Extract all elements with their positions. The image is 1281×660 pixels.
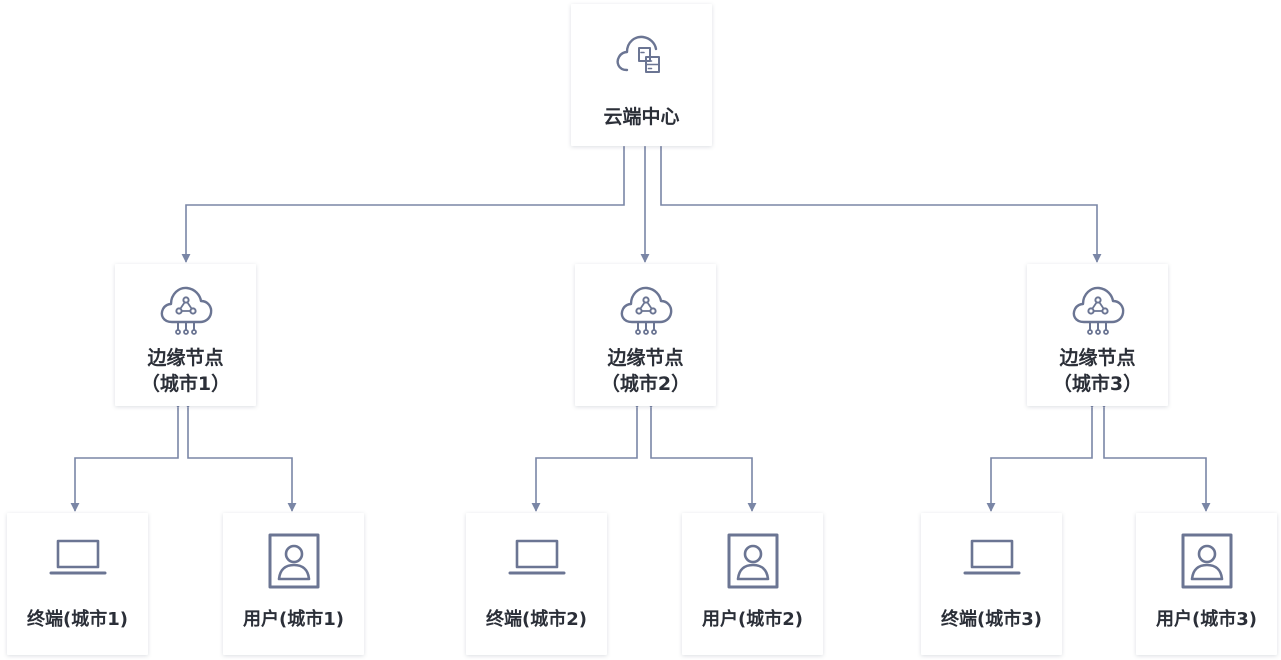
edge-node-label: 边缘节点 （城市3） (1027, 345, 1168, 397)
edge-node-title: 边缘节点 (147, 347, 224, 369)
user-portrait-icon (266, 533, 322, 589)
edge-node-title: 边缘节点 (1059, 347, 1136, 369)
user-node-city1[interactable]: 用户(城市1) (223, 513, 364, 655)
edge-node-city: （城市3） (1052, 373, 1143, 395)
user-portrait-icon (1179, 533, 1235, 589)
user-node-city2[interactable]: 用户(城市2) (682, 513, 823, 655)
laptop-icon (507, 533, 567, 577)
connector-edge2-terminal2 (531, 399, 642, 512)
user-portrait-icon (725, 533, 781, 589)
laptop-icon (48, 533, 108, 577)
connector-cloud-edge1 (181, 138, 629, 263)
edge-node-city1[interactable]: 边缘节点 （城市1） (115, 264, 256, 406)
connector-edge2-user2 (646, 399, 757, 512)
connector-edge1-terminal1 (70, 399, 183, 512)
edge-node-city3[interactable]: 边缘节点 （城市3） (1027, 264, 1168, 406)
cloud-center-label: 云端中心 (603, 106, 680, 128)
connector-cloud-edge3 (656, 138, 1102, 263)
connector-edge3-user3 (1099, 399, 1211, 512)
connector-edge3-terminal3 (986, 399, 1097, 512)
cloud-server-icon (613, 30, 671, 82)
terminal-node-city3[interactable]: 终端(城市3) (921, 513, 1062, 655)
terminal-label: 终端(城市3) (941, 609, 1042, 630)
connector-edge1-user1 (183, 399, 297, 512)
edge-node-label: 边缘节点 （城市2） (575, 345, 716, 397)
terminal-node-city1[interactable]: 终端(城市1) (7, 513, 148, 655)
user-label: 用户(城市1) (243, 609, 344, 630)
terminal-label: 终端(城市1) (27, 609, 128, 630)
user-node-city3[interactable]: 用户(城市3) (1136, 513, 1277, 655)
edge-node-city: （城市2） (600, 373, 691, 395)
edge-cloud-node-icon (615, 282, 677, 338)
edge-node-label: 边缘节点 （城市1） (115, 345, 256, 397)
edge-cloud-node-icon (155, 282, 217, 338)
edge-cloud-node-icon (1067, 282, 1129, 338)
edge-node-city: （城市1） (140, 373, 231, 395)
laptop-icon (962, 533, 1022, 577)
edge-node-title: 边缘节点 (607, 347, 684, 369)
user-label: 用户(城市2) (702, 609, 803, 630)
terminal-label: 终端(城市2) (486, 609, 587, 630)
cloud-center-node[interactable]: 云端中心 (571, 4, 712, 146)
terminal-node-city2[interactable]: 终端(城市2) (466, 513, 607, 655)
user-label: 用户(城市3) (1156, 609, 1257, 630)
edge-node-city2[interactable]: 边缘节点 （城市2） (575, 264, 716, 406)
